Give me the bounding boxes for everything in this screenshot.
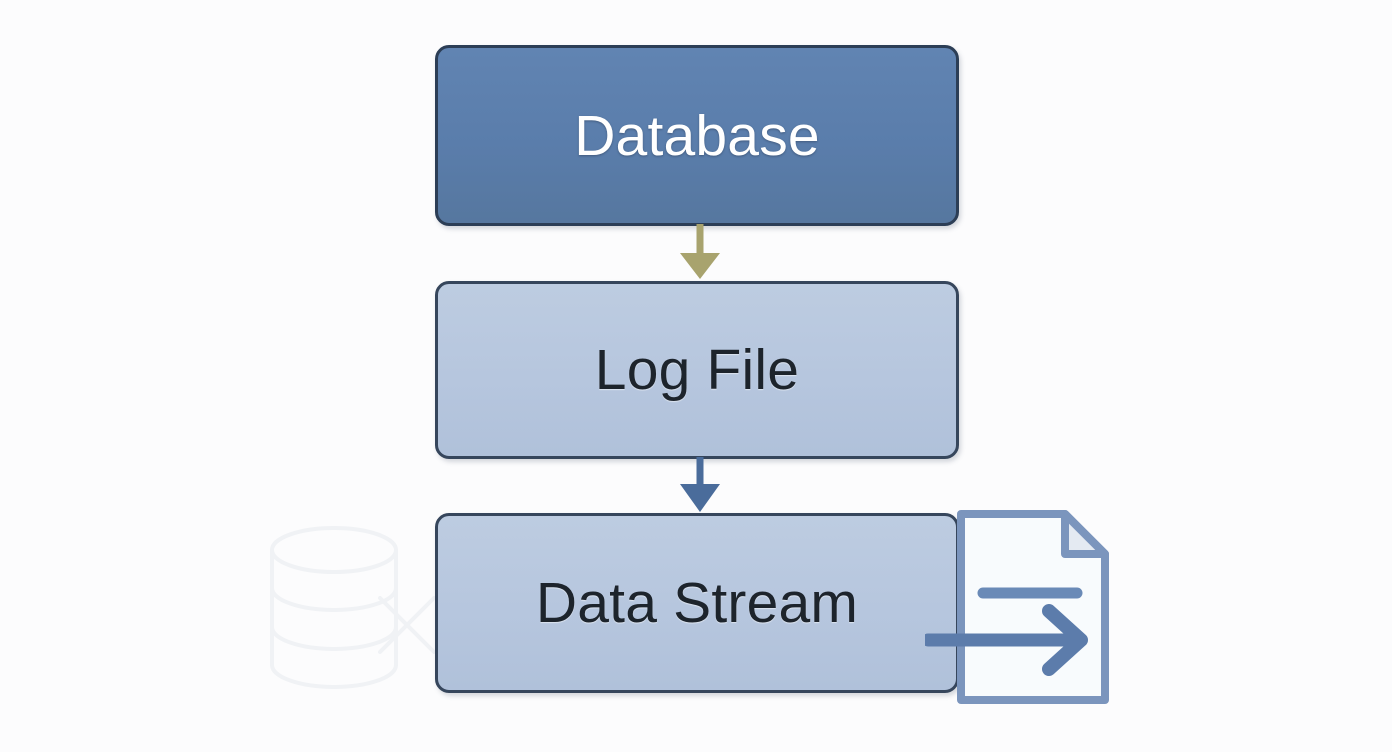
document-arrow-head: [1042, 604, 1088, 676]
document-with-arrow-icon[interactable]: [925, 498, 1115, 716]
document-fold-corner: [1061, 510, 1109, 558]
node-data-stream[interactable]: Data Stream: [435, 513, 959, 693]
connector-log-file-to-data-stream: [680, 457, 720, 512]
node-database-label: Database: [574, 103, 820, 168]
node-log-file-label: Log File: [594, 338, 800, 402]
node-database[interactable]: Database: [435, 45, 959, 226]
node-data-stream-label: Data Stream: [535, 571, 859, 635]
connector-database-to-log-file: [680, 224, 720, 279]
database-cylinder-watermark-icon: [270, 526, 436, 689]
node-log-file[interactable]: Log File: [435, 281, 959, 459]
